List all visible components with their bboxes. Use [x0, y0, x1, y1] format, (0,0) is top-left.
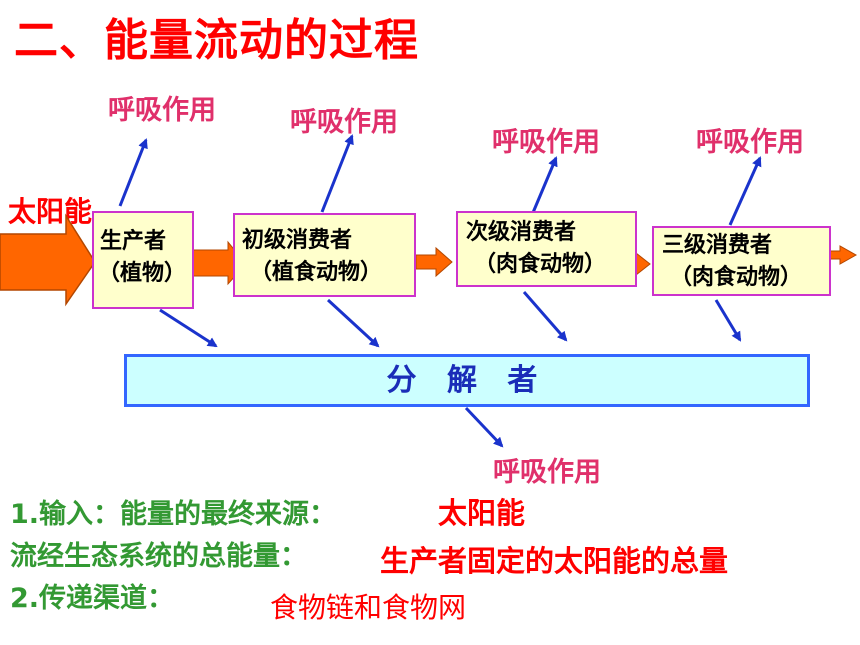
decomposer-arrow-primary	[326, 298, 380, 348]
node-primary-consumer: 初级消费者 （植食动物）	[233, 213, 416, 297]
decomposer-arrow-producer	[159, 308, 218, 348]
decomposer-arrow-secondary	[522, 291, 568, 342]
note-input-question: 1.输入：能量的最终来源：	[10, 499, 337, 530]
page-title: 二、能量流动的过程	[14, 15, 419, 66]
respiration-label-secondary: 呼吸作用	[492, 127, 600, 158]
note-channel-answer: 食物链和食物网	[270, 591, 467, 624]
sun-energy-label: 太阳能	[8, 195, 93, 228]
note-input-answer: 太阳能	[438, 496, 526, 530]
node-tertiary-desc: （肉食动物）	[670, 265, 803, 290]
node-producer-desc: （植物）	[98, 261, 187, 286]
respiration-arrow-primary	[320, 134, 354, 213]
respiration-arrow-producer	[118, 138, 148, 207]
respiration-arrow-decomposer	[464, 406, 504, 448]
note-channel-question: 2.传递渠道：	[10, 583, 175, 614]
node-secondary-consumer: 次级消费者 （肉食动物）	[456, 211, 637, 287]
node-primary-desc: （植食动物）	[250, 260, 383, 285]
node-tertiary-consumer: 三级消费者 （肉食动物）	[652, 226, 831, 296]
decomposer-box: 分 解 者	[124, 354, 810, 407]
node-primary-name: 初级消费者	[242, 228, 353, 253]
node-producer-name: 生产者	[100, 229, 167, 254]
node-secondary-name: 次级消费者	[466, 220, 577, 245]
node-producer: 生产者 （植物）	[92, 211, 194, 309]
note-total-energy-answer: 生产者固定的太阳能的总量	[380, 544, 729, 578]
respiration-label-decomposer: 呼吸作用	[493, 457, 601, 488]
node-tertiary-name: 三级消费者	[662, 233, 773, 258]
respiration-arrow-tertiary	[728, 156, 762, 226]
respiration-label-tertiary: 呼吸作用	[696, 127, 804, 158]
respiration-label-producer: 呼吸作用	[108, 95, 216, 126]
decomposer-arrow-tertiary	[714, 299, 742, 342]
sun-input-arrow	[0, 213, 96, 307]
note-total-energy-question: 流经生态系统的总能量：	[10, 541, 307, 572]
respiration-label-primary: 呼吸作用	[290, 107, 398, 138]
respiration-arrow-secondary	[530, 156, 558, 216]
node-secondary-desc: （肉食动物）	[474, 252, 607, 277]
flow-arrow-primary-secondary	[415, 246, 453, 278]
